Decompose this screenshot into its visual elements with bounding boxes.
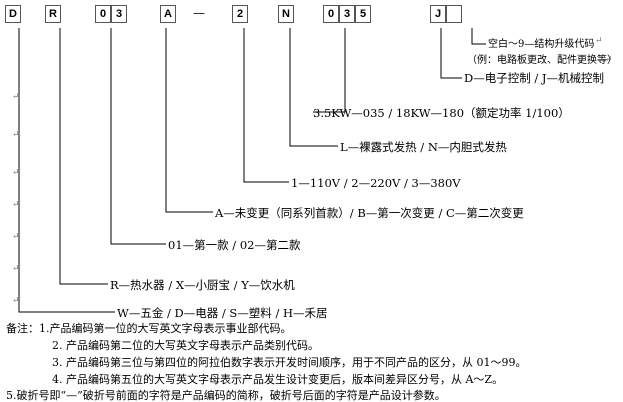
connector-heating — [289, 28, 338, 147]
return-mark-icon: ↵ — [605, 55, 613, 65]
return-mark-icon: ↵ — [12, 232, 20, 242]
note-3: 3. 产品编码第三位与第四位的阿拉伯数字表示开发时间顺序，用于不同产品的区分，从… — [52, 356, 527, 369]
code-box-power-2: 3 — [339, 5, 355, 23]
note-4: 4. 产品编码第五位的大写英文字母表示产品发生设计变更后，版本间差异区分号，从 … — [52, 373, 504, 386]
connector-upgrade — [471, 28, 486, 45]
connector-power — [313, 28, 346, 113]
label-change: A—未变更（同系列首款）/ B—第一次变更 / C—第二次变更 — [215, 206, 524, 220]
return-mark-icon: ↵ — [12, 130, 20, 140]
code-box-change: A — [160, 5, 176, 23]
return-mark-icon: ↵ — [12, 92, 20, 102]
return-mark-icon: ↵ — [12, 200, 20, 210]
connector-division — [18, 28, 115, 313]
connector-category — [59, 28, 108, 285]
return-mark-icon: ↵ — [595, 36, 603, 46]
return-mark-icon: ↵ — [12, 168, 20, 178]
code-box-voltage: 2 — [232, 5, 248, 23]
label-division: W—五金 / D—电器 / S—塑料 / H—禾居 — [117, 306, 328, 320]
return-mark-icon: ↵ — [12, 264, 20, 274]
code-box-control: J — [430, 5, 446, 23]
note-1: 备注：1.产品编码第一位的大写英文字母表示事业部代码。 — [6, 322, 292, 335]
code-box-upgrade — [446, 5, 462, 23]
label-model: 01—第一款 / 02—第二款 — [168, 238, 301, 252]
label-heating: L—裸露式发热 / N—内胆式发热 — [340, 140, 507, 154]
code-box-power-1: 0 — [323, 5, 339, 23]
note-5: 5.破折号即“—”破折号前面的字符是产品编码的简称，破折号后面的字符是产品设计参… — [6, 389, 446, 402]
note-2: 2. 产品编码第二位的大写英文字母表示产品类别代码。 — [52, 339, 319, 352]
connector-control — [440, 28, 462, 79]
label-upgrade: 空白～9—结构升级代码 — [488, 39, 595, 50]
code-box-category: R — [45, 5, 61, 23]
connector-voltage — [243, 28, 289, 183]
label-voltage: 1—110V / 2—220V / 3—380V — [291, 176, 461, 190]
label-power: 3.5KW—035 / 18KW—180（额定功率 1/100） — [313, 106, 570, 120]
return-mark-icon: ↵ — [12, 296, 20, 306]
code-box-heating: N — [278, 5, 294, 23]
label-upgrade-example: （例：电路板更改、配件更换等） — [467, 55, 617, 66]
connector-change — [165, 28, 213, 213]
code-box-division: D — [5, 5, 21, 23]
code-box-power-3: 5 — [355, 5, 371, 23]
label-control: D—电子控制 / J—机械控制 — [464, 71, 605, 85]
code-dash: — — [193, 6, 205, 20]
code-box-model-2: 3 — [111, 5, 127, 23]
label-category: R—热水器 / X—小厨宝 / Y—饮水机 — [110, 278, 295, 292]
connector-model — [110, 28, 166, 245]
code-box-model-1: 0 — [95, 5, 111, 23]
